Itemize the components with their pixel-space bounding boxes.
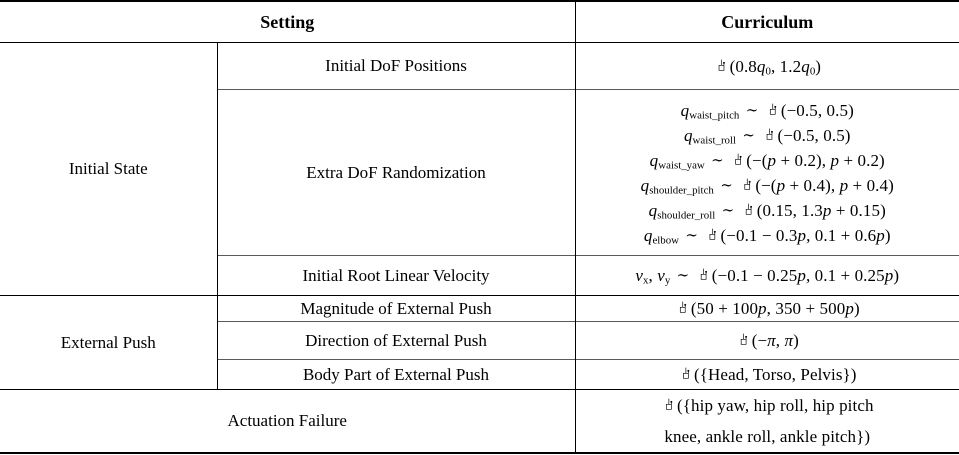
table-body: Initial State Initial DoF Positions 𝠔(0.…: [0, 42, 959, 453]
curriculum-direction-of-external-push: 𝠔(−π, π): [575, 321, 959, 360]
curriculum-initial-dof-positions: 𝠔(0.8q0, 1.2q0): [575, 42, 959, 90]
formula-actuation-failure-line2: knee, ankle roll, ankle pitch}): [664, 427, 871, 446]
curriculum-body-part-of-external-push: 𝠔({Head, Torso, Pelvis}): [575, 359, 959, 390]
formula-shoulder-pitch: qshoulder_pitch ∼ 𝠔(−(p + 0.4), p + 0.4): [640, 175, 894, 196]
group-label-initial-state: Initial State: [0, 42, 218, 296]
group-label-actuation-failure: Actuation Failure: [0, 389, 576, 453]
formula-waist-yaw: qwaist_yaw ∼ 𝠔(−(p + 0.2), p + 0.2): [649, 150, 885, 171]
curriculum-magnitude-of-external-push: 𝠔(50 + 100p, 350 + 500p): [575, 295, 959, 322]
header-curriculum: Curriculum: [575, 1, 959, 43]
curriculum-initial-root-linear-velocity: vx, vy ∼ 𝠔(−0.1 − 0.25p, 0.1 + 0.25p): [575, 255, 959, 296]
formula-elbow: qelbow ∼ 𝠔(−0.1 − 0.3p, 0.1 + 0.6p): [643, 225, 891, 246]
setting-label: Extra DoF Randomization: [306, 162, 486, 182]
setting-label: Initial DoF Positions: [325, 56, 467, 75]
setting-initial-root-linear-velocity: Initial Root Linear Velocity: [217, 255, 576, 296]
table-row: Direction of External Push 𝠔(−π, π): [0, 321, 959, 360]
setting-label: Body Part of External Push: [302, 364, 490, 384]
curriculum-actuation-failure: 𝠔({hip yaw, hip roll, hip pitch knee, an…: [575, 389, 959, 453]
setting-label: Initial Root Linear Velocity: [302, 265, 490, 285]
curriculum-extra-dof-randomization: qwaist_pitch ∼ 𝠔(−0.5, 0.5) qwaist_roll …: [575, 89, 959, 256]
table-row: External Push Magnitude of External Push…: [0, 295, 959, 390]
group-label-text: Actuation Failure: [227, 411, 347, 430]
formula-waist-pitch: qwaist_pitch ∼ 𝠔(−0.5, 0.5): [680, 100, 854, 121]
table-row: Initial Root Linear Velocity vx, vy ∼ 𝠔(…: [0, 255, 959, 296]
table-row: Actuation Failure 𝠔({hip yaw, hip roll, …: [0, 389, 959, 453]
formula-root-linear-velocity: vx, vy ∼ 𝠔(−0.1 − 0.25p, 0.1 + 0.25p): [635, 266, 900, 287]
setting-label: Direction of External Push: [305, 330, 487, 350]
formula-push-magnitude: 𝠔(50 + 100p, 350 + 500p): [674, 299, 860, 318]
table-row: Extra DoF Randomization qwaist_pitch ∼ 𝠔…: [0, 89, 959, 256]
setting-label: Magnitude of External Push: [300, 298, 492, 318]
header-row: Setting Curriculum: [0, 1, 959, 43]
formula-initial-dof-positions: 𝠔(0.8q0, 1.2q0): [713, 56, 822, 77]
group-label-text: External Push: [60, 332, 156, 352]
group-label-external-push: External Push: [0, 295, 218, 390]
formula-actuation-failure-line1: 𝠔({hip yaw, hip roll, hip pitch: [660, 396, 874, 415]
table-row: Body Part of External Push 𝠔({Head, Tors…: [0, 359, 959, 390]
table-row: Initial State Initial DoF Positions 𝠔(0.…: [0, 42, 959, 296]
table-header: Setting Curriculum: [0, 1, 959, 43]
header-setting: Setting: [0, 1, 576, 43]
setting-extra-dof-randomization: Extra DoF Randomization: [217, 89, 576, 256]
setting-body-part-of-external-push: Body Part of External Push: [217, 359, 576, 390]
formula-shoulder-roll: qshoulder_roll ∼ 𝠔(0.15, 1.3p + 0.15): [648, 200, 886, 221]
setting-initial-dof-positions: Initial DoF Positions: [217, 42, 576, 90]
setting-direction-of-external-push: Direction of External Push: [217, 321, 576, 360]
formula-push-direction: 𝠔(−π, π): [735, 331, 799, 350]
formula-waist-roll: qwaist_roll ∼ 𝠔(−0.5, 0.5): [683, 125, 851, 146]
formula-push-body-part: 𝠔({Head, Torso, Pelvis}): [677, 365, 857, 384]
setting-magnitude-of-external-push: Magnitude of External Push: [217, 295, 576, 322]
group-label-text: Initial State: [68, 159, 148, 178]
